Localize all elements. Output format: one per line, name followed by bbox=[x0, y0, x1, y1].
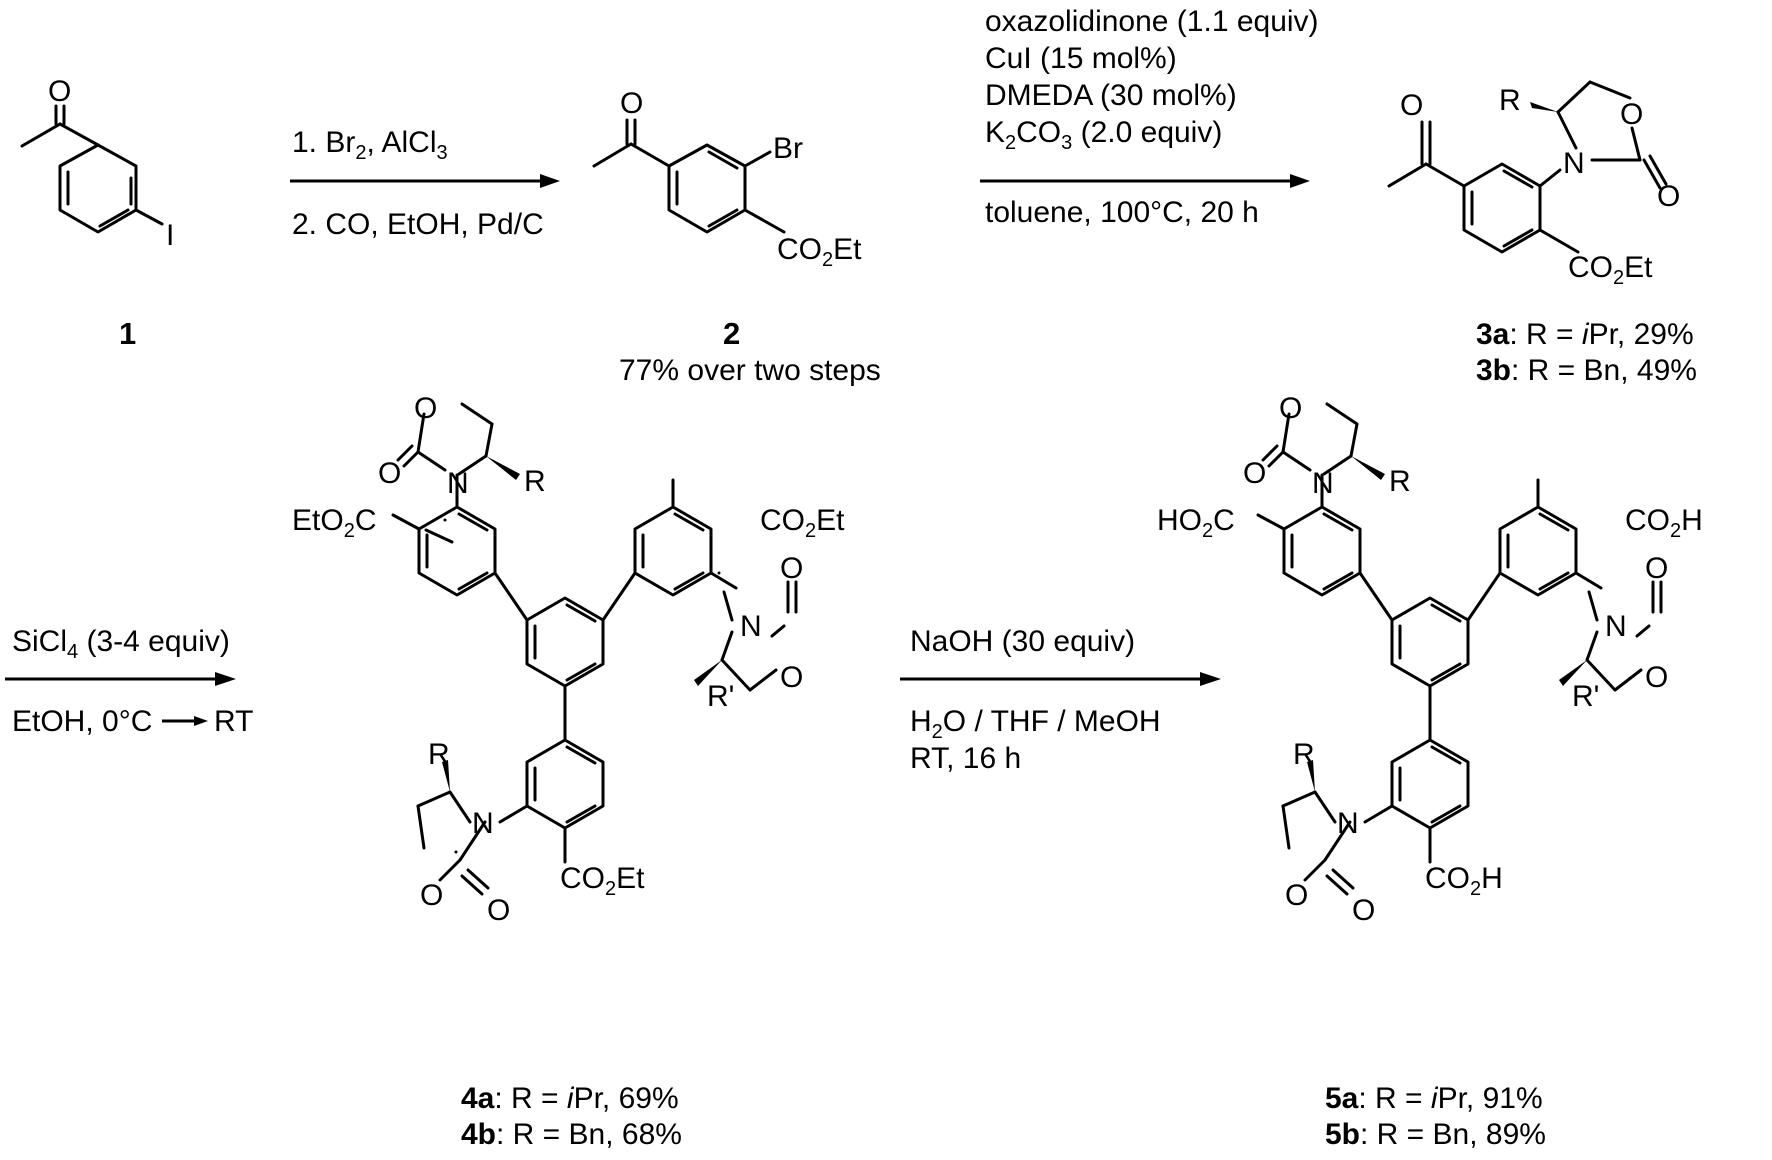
step4-solvent: H2O / THF / MeOH bbox=[910, 705, 1161, 743]
atom-Rp: R' bbox=[707, 680, 734, 713]
atom-R: R bbox=[1389, 465, 1411, 498]
group-CO2H: CO2H bbox=[1625, 504, 1703, 542]
atom-I: I bbox=[166, 219, 174, 252]
atom-O-ring: O bbox=[1279, 392, 1302, 425]
atom-O: O bbox=[48, 75, 71, 108]
atom-R: R bbox=[428, 738, 450, 771]
atom-O-carbonyl: O bbox=[378, 457, 401, 490]
atom-N: N bbox=[1312, 467, 1334, 500]
step3-conditions-start: EtOH, 0°C bbox=[12, 705, 152, 738]
step1-reagents-line1: 1. Br2, AlCl3 bbox=[292, 126, 448, 164]
atom-O-ring: O bbox=[1285, 879, 1308, 912]
atom-O-ring: O bbox=[420, 879, 443, 912]
atom-O-carbonyl: O bbox=[1657, 180, 1680, 213]
atom-Br: Br bbox=[773, 132, 803, 165]
compound-3-structure: O R N O O CO2Et bbox=[1387, 80, 1680, 289]
step2-reagent-oxazolidinone: oxazolidinone (1.1 equiv) bbox=[985, 5, 1319, 38]
step3-reagent: SiCl4 (3-4 equiv) bbox=[12, 625, 230, 663]
group-CO2Et: CO2Et bbox=[1568, 251, 1653, 289]
step2-reagent-dmeda: DMEDA (30 mol%) bbox=[985, 79, 1237, 112]
atom-O-carbonyl: O bbox=[487, 894, 510, 927]
reaction-arrow-3 bbox=[5, 672, 236, 686]
compound-4a-label: 4a: R = iPr, 69% bbox=[461, 1082, 679, 1115]
group-HO2C: HO2C bbox=[1157, 504, 1235, 542]
atom-R: R bbox=[1499, 84, 1521, 117]
compound-5-structure: O O N R HO2C N O O R' CO2H R N O O bbox=[1157, 392, 1703, 927]
atom-O: O bbox=[620, 87, 643, 120]
compound-4-structure: O O N R EtO2C N O O R' CO2Et R N bbox=[292, 392, 845, 927]
compound-2-structure: O Br CO2Et bbox=[592, 87, 862, 271]
atom-O-ring: O bbox=[1645, 661, 1668, 694]
compound-1-label: 1 bbox=[119, 316, 136, 351]
atom-R: R bbox=[1293, 738, 1315, 771]
compound-5a-label: 5a: R = iPr, 91% bbox=[1325, 1082, 1543, 1115]
compound-2-label: 2 bbox=[723, 316, 740, 351]
step2-conditions: toluene, 100°C, 20 h bbox=[985, 196, 1259, 229]
group-CO2Et: CO2Et bbox=[760, 504, 845, 542]
reaction-arrow-4 bbox=[900, 672, 1221, 686]
atom-N: N bbox=[1605, 610, 1627, 643]
compound-1-structure: O I bbox=[20, 75, 174, 252]
reaction-arrow-1 bbox=[290, 174, 560, 188]
step1-reagents-line2: 2. CO, EtOH, Pd/C bbox=[292, 208, 544, 241]
atom-Rp: R' bbox=[1572, 680, 1599, 713]
group-CO2H: CO2H bbox=[1425, 862, 1503, 900]
atom-O-carbonyl: O bbox=[1352, 894, 1375, 927]
reaction-arrow-2 bbox=[980, 174, 1310, 188]
compound-3a-label: 3a: R = iPr, 29% bbox=[1476, 318, 1694, 351]
atom-N: N bbox=[1337, 807, 1359, 840]
atom-N: N bbox=[740, 610, 762, 643]
atom-O-carbonyl: O bbox=[780, 552, 803, 585]
step2-reagent-cui: CuI (15 mol%) bbox=[985, 42, 1177, 75]
atom-O-ring: O bbox=[414, 392, 437, 425]
compound-5b-label: 5b: R = Bn, 89% bbox=[1325, 1118, 1546, 1151]
compound-4b-label: 4b: R = Bn, 68% bbox=[461, 1118, 682, 1151]
atom-O-ring: O bbox=[1620, 98, 1643, 131]
atom-O-carbonyl: O bbox=[1243, 457, 1266, 490]
group-CO2Et: CO2Et bbox=[560, 862, 645, 900]
atom-R: R bbox=[524, 465, 546, 498]
atom-O: O bbox=[1400, 89, 1423, 122]
atom-O-carbonyl: O bbox=[1645, 552, 1668, 585]
atom-O-ring: O bbox=[780, 661, 803, 694]
compound-2-yield: 77% over two steps bbox=[619, 354, 881, 387]
step2-reagent-k2co3: K2CO3 (2.0 equiv) bbox=[985, 116, 1222, 154]
step3-temperature-arrow bbox=[162, 716, 208, 726]
compound-3b-label: 3b: R = Bn, 49% bbox=[1476, 354, 1697, 387]
atom-N: N bbox=[1563, 147, 1585, 180]
group-EtO2C: EtO2C bbox=[292, 504, 376, 542]
step4-reagent: NaOH (30 equiv) bbox=[910, 625, 1135, 658]
atom-N: N bbox=[447, 467, 469, 500]
atom-N: N bbox=[472, 807, 494, 840]
step3-conditions-end: RT bbox=[214, 705, 253, 738]
step4-conditions: RT, 16 h bbox=[910, 742, 1021, 775]
group-CO2Et: CO2Et bbox=[777, 233, 862, 271]
